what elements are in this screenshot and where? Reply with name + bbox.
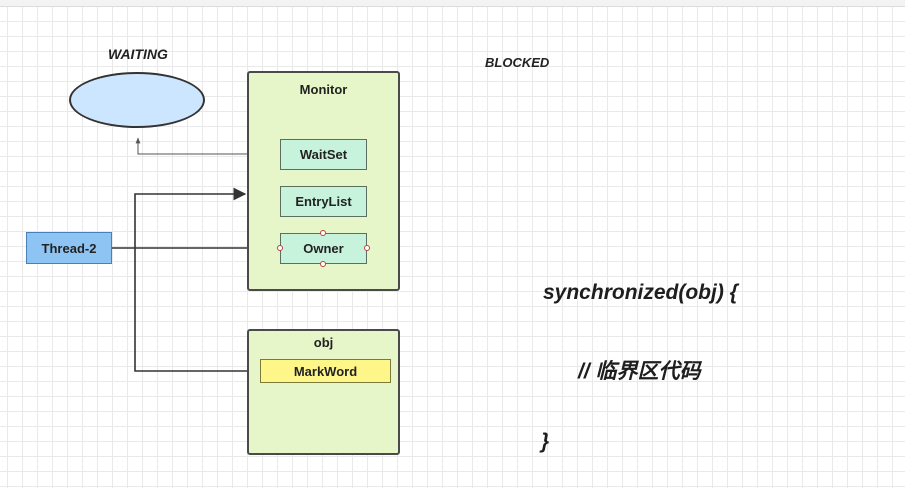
owner-handle-bottom[interactable] [320, 261, 326, 267]
code-line-synchronized: synchronized(obj) { [543, 281, 738, 304]
owner-box[interactable]: Owner [280, 233, 367, 264]
thread-2-box[interactable]: Thread-2 [26, 232, 112, 264]
waiting-ellipse[interactable] [69, 72, 205, 128]
obj-title: obj [313, 335, 334, 350]
code-line-comment: // 临界区代码 [578, 360, 701, 383]
owner-handle-left[interactable] [277, 245, 283, 251]
waitset-to-waiting-arrow [135, 137, 280, 155]
waitset-box[interactable]: WaitSet [280, 139, 367, 170]
obj-box[interactable]: obj [247, 329, 400, 455]
code-line-close-brace: } [541, 430, 550, 453]
monitor-title: Monitor [299, 82, 348, 97]
markword-to-monitor-arrow [134, 187, 260, 372]
blocked-label: BLOCKED [485, 55, 550, 70]
entrylist-box[interactable]: EntryList [280, 186, 367, 217]
top-toolbar-strip [0, 0, 905, 7]
owner-handle-top[interactable] [320, 230, 326, 236]
waiting-label: WAITING [108, 46, 168, 62]
markword-box[interactable]: MarkWord [260, 359, 391, 383]
owner-handle-right[interactable] [364, 245, 370, 251]
